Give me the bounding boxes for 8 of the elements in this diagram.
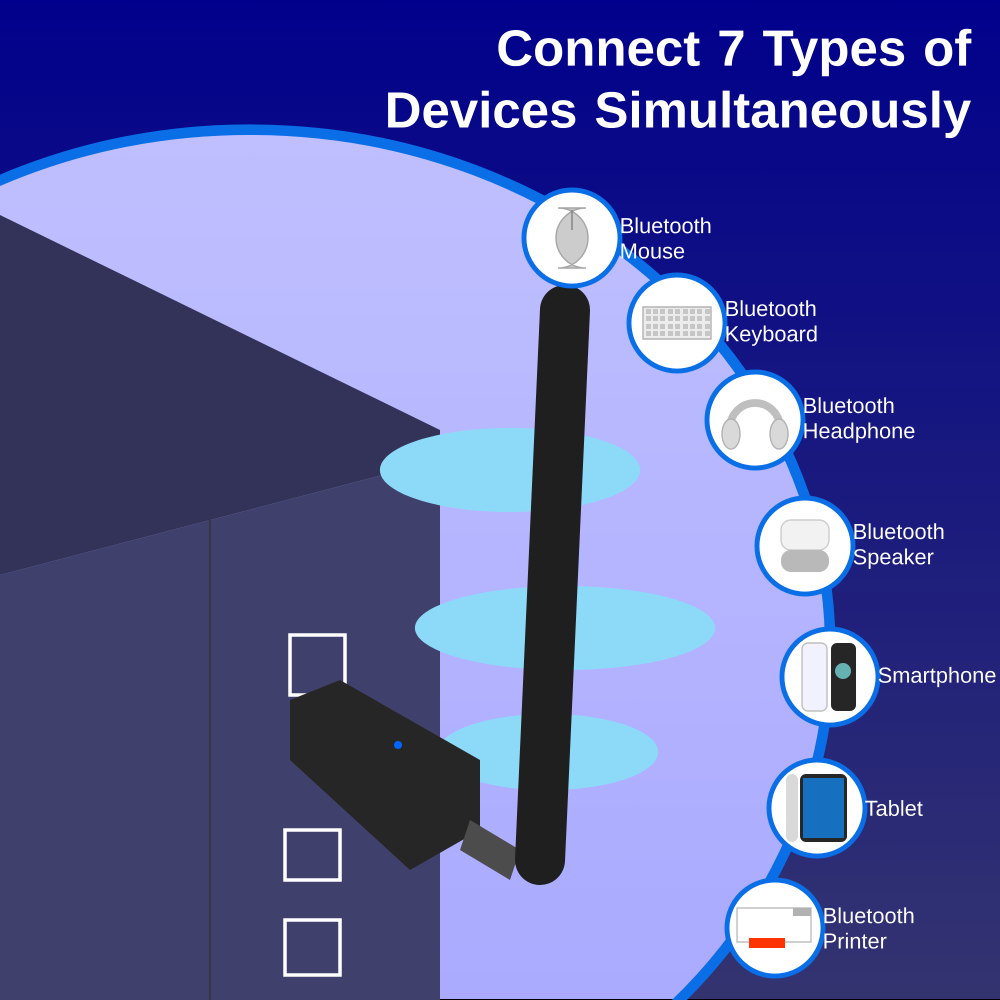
title: Connect 7 Types of Devices Simultaneously — [388, 28, 972, 138]
node-label: Bluetooth Printer — [824, 907, 914, 949]
node-label: Bluetooth Headphone — [804, 397, 914, 443]
node-label: Bluetooth Speaker — [854, 523, 944, 569]
node-label: Tablet — [865, 800, 923, 816]
node-label: Bluetooth Mouse — [621, 217, 710, 259]
node-label: Bluetooth Keyboard — [726, 300, 817, 346]
node-label: Smartphone — [878, 666, 996, 688]
